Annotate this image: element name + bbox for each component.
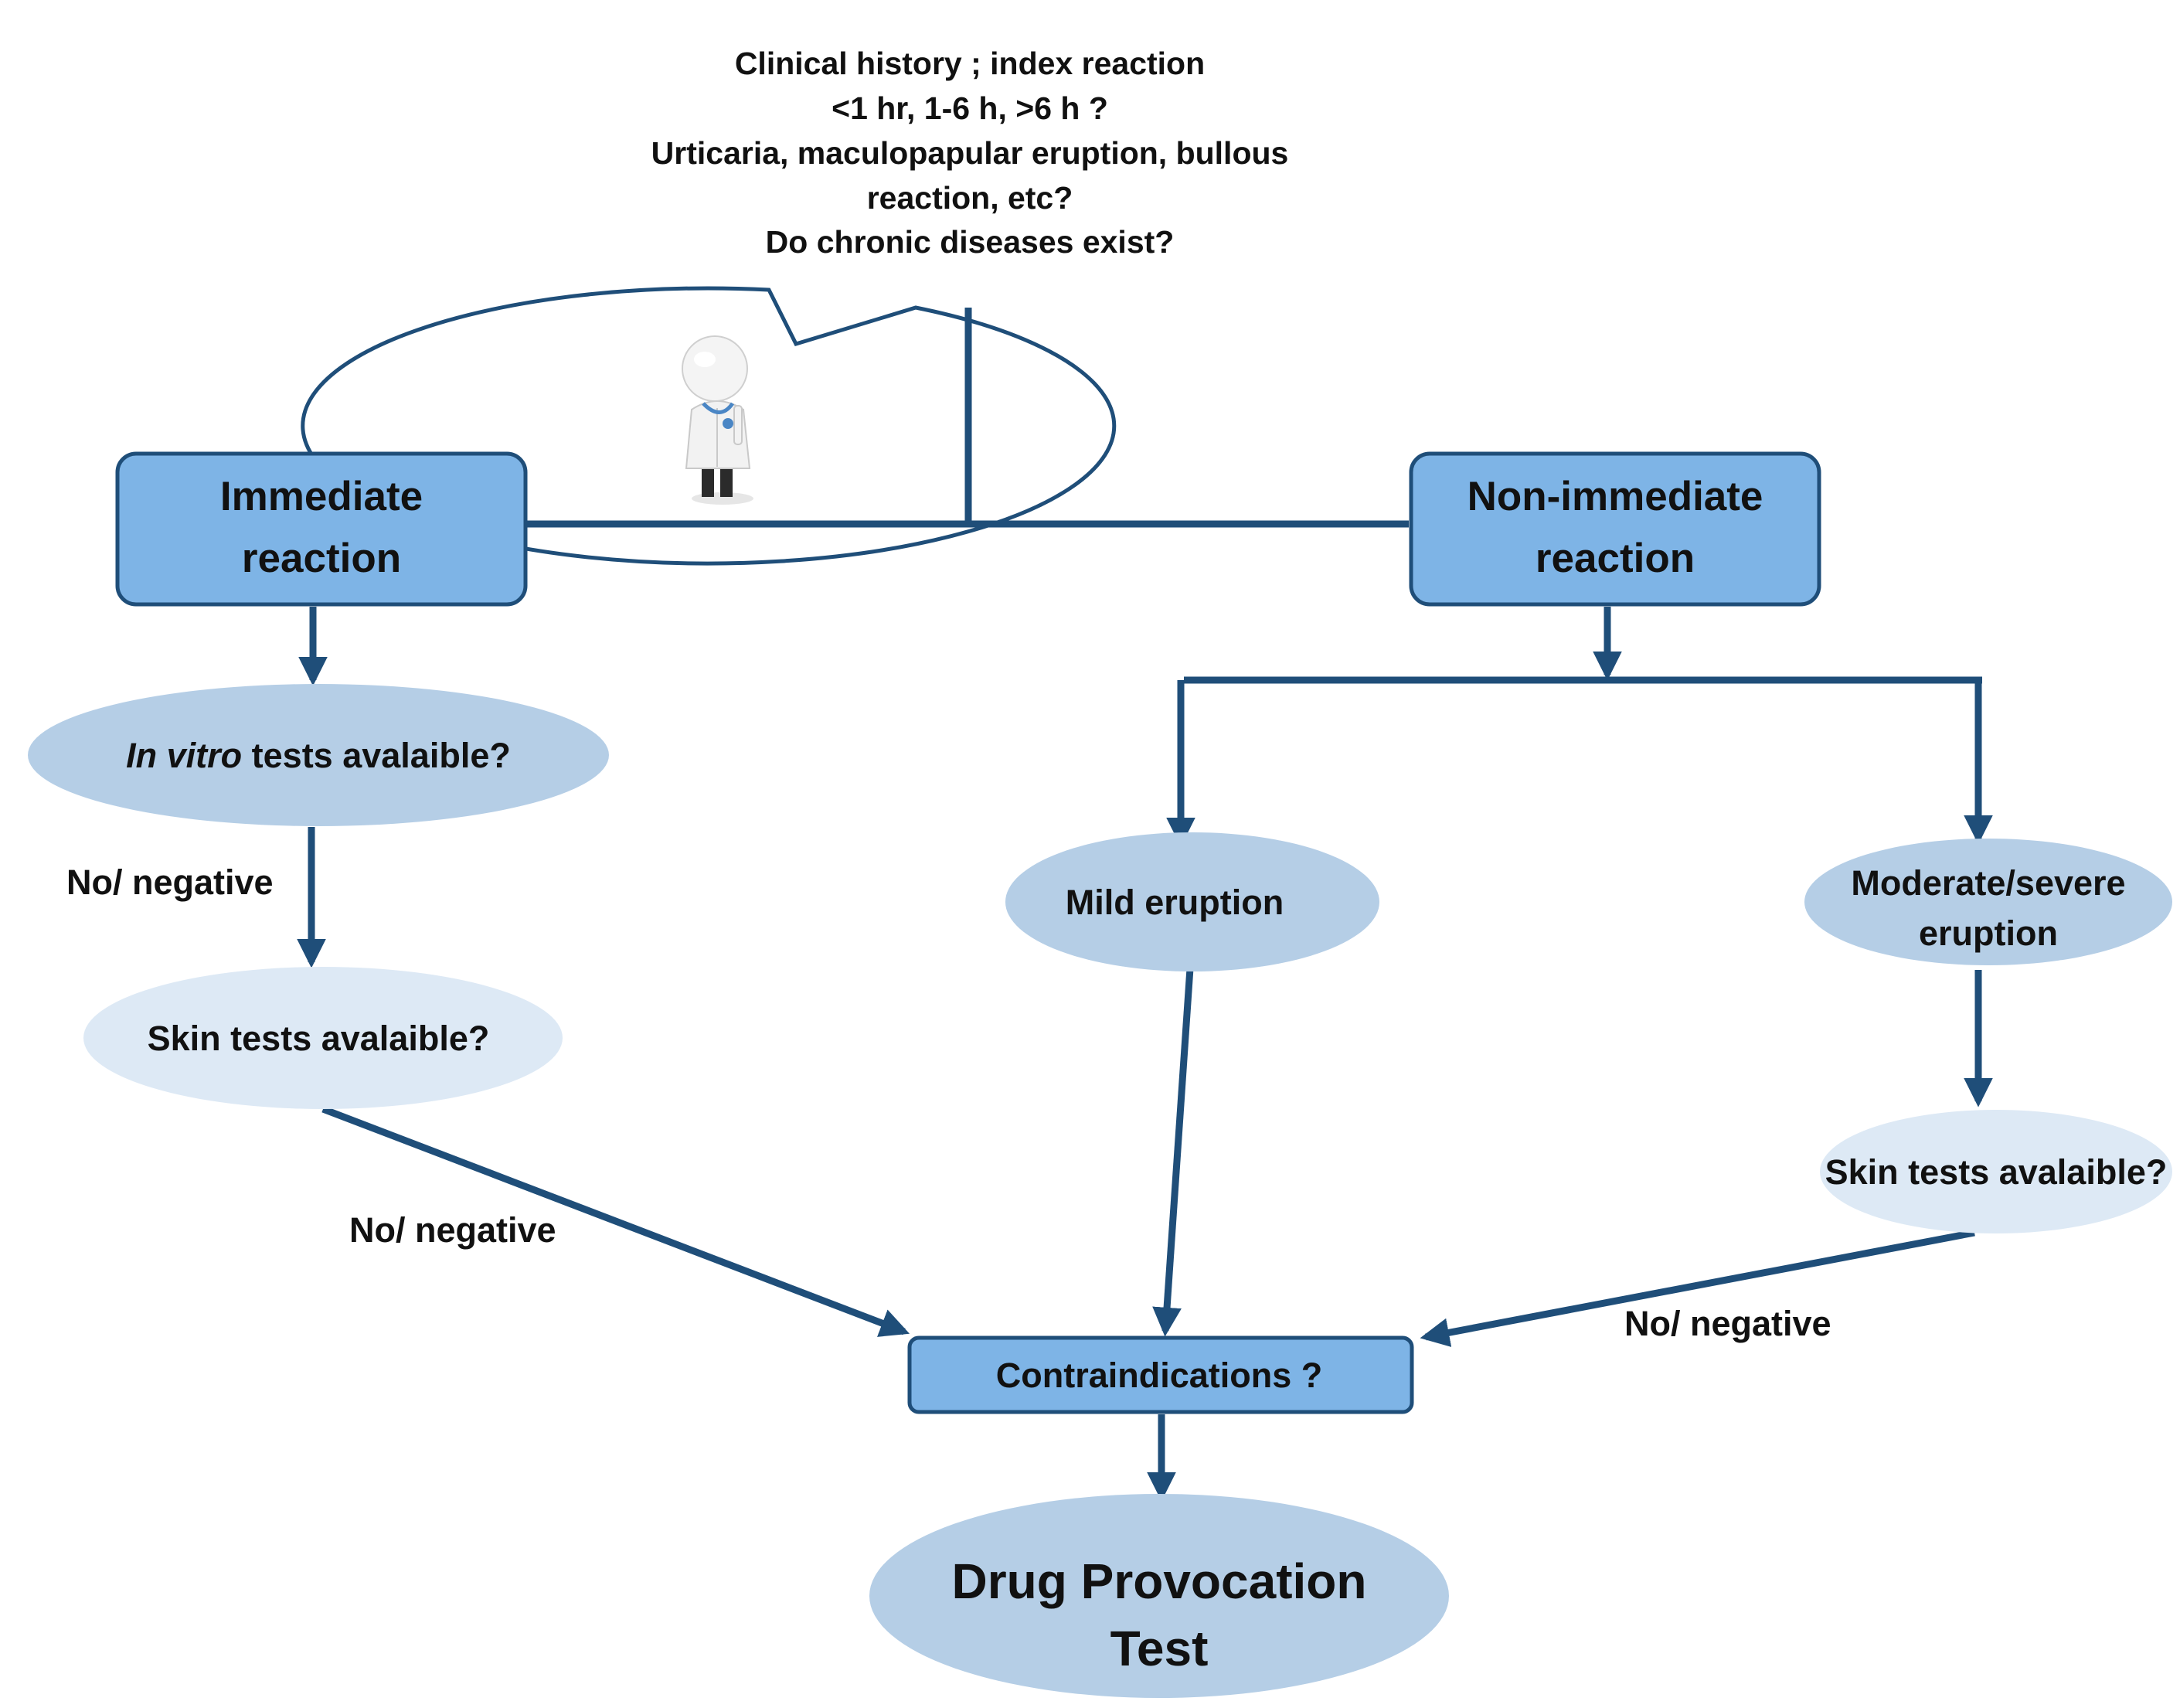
mild-eruption-label: Mild eruption bbox=[1066, 883, 1284, 922]
immediate-reaction-line-2: reaction bbox=[242, 536, 401, 581]
contraindications-box bbox=[907, 1335, 1414, 1414]
skin-tests-left-label: Skin tests avalaible? bbox=[148, 1019, 490, 1058]
moderate-severe-line-2: eruption bbox=[1919, 914, 2058, 953]
edge-label-no-negative-2: No/ negative bbox=[349, 1210, 556, 1250]
edge-label-no-negative-3: No/ negative bbox=[1624, 1304, 1831, 1343]
arrow-mild-to-contra bbox=[1152, 968, 1194, 1337]
skin-tests-right-node bbox=[1820, 1110, 2172, 1233]
moderate-severe-line-1: Moderate/severe bbox=[1851, 863, 2125, 903]
moderate-severe-eruption-node bbox=[1804, 839, 2172, 965]
speech-line-1: Clinical history ; index reaction bbox=[735, 46, 1205, 81]
drug-provocation-test-line-1: Drug Provocation bbox=[952, 1553, 1367, 1609]
immediate-reaction-line-1: Immediate bbox=[220, 474, 423, 519]
speech-line-2: <1 hr, 1-6 h, >6 h ? bbox=[832, 90, 1108, 126]
arrow-skin-left-to-contra bbox=[321, 1105, 910, 1337]
non-immediate-reaction-line-1: Non-immediate bbox=[1468, 474, 1763, 519]
speech-line-5: Do chronic diseases exist? bbox=[766, 224, 1175, 260]
arrow-skin-right-to-contra bbox=[1420, 1229, 1975, 1347]
drug-provocation-test-line-2: Test bbox=[1110, 1621, 1209, 1676]
in-vitro-tests-label: In vitro tests avalaible? bbox=[126, 736, 511, 775]
speech-line-4: reaction, etc? bbox=[867, 180, 1073, 216]
drug-provocation-test-node bbox=[869, 1494, 1449, 1698]
speech-line-3: Urticaria, maculopapular eruption, bullo… bbox=[651, 135, 1289, 171]
non-immediate-reaction-line-2: reaction bbox=[1536, 536, 1695, 581]
in-vitro-tests-node bbox=[28, 684, 609, 826]
non-immediate-reaction-box bbox=[1409, 451, 1821, 607]
skin-tests-right-label: Skin tests avalaible? bbox=[1825, 1152, 2168, 1192]
immediate-reaction-box bbox=[115, 451, 528, 607]
mild-eruption-node bbox=[1005, 832, 1379, 971]
doctor-figure-icon bbox=[682, 335, 753, 505]
edge-label-no-negative-1: No/ negative bbox=[66, 863, 274, 902]
contraindications-label: Contraindications ? bbox=[996, 1356, 1323, 1395]
skin-tests-left-node bbox=[83, 967, 563, 1109]
